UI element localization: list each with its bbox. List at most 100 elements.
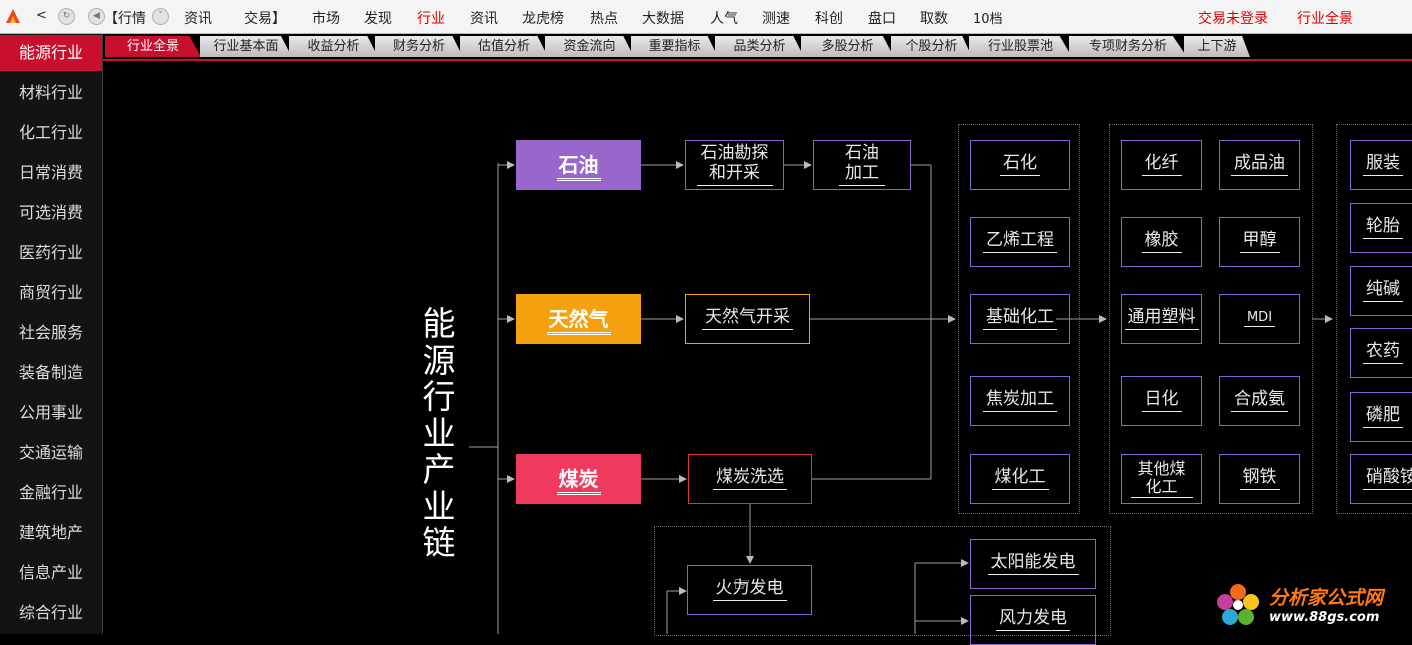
industry-sidebar: 能源行业材料行业化工行业日常消费可选消费医药行业商贸行业社会服务装备制造公用事业… <box>0 34 103 634</box>
col-b-node[interactable]: 甲醇 <box>1219 217 1300 267</box>
stage1-node[interactable]: 石油勘探和开采 <box>685 140 784 190</box>
tab-0[interactable]: 行业全景 <box>105 36 201 57</box>
col-c-node[interactable]: 服装 <box>1350 140 1412 190</box>
tab-4[interactable]: 估值分析 <box>460 36 548 57</box>
sidebar-item[interactable]: 可选消费 <box>18 203 83 222</box>
tab-10[interactable]: 行业股票池 <box>969 36 1072 57</box>
sidebar-item[interactable]: 日常消费 <box>18 163 83 182</box>
watermark-url: www.88gs.com <box>1269 610 1380 625</box>
col-b-node[interactable]: MDI <box>1219 294 1300 344</box>
menu-item-star[interactable]: 科创 <box>815 11 843 27</box>
menu-item-fetch-data[interactable]: 取数 <box>920 11 948 27</box>
menu-item-bigdata[interactable]: 大数据 <box>642 11 684 27</box>
chem-group-a <box>958 124 1080 514</box>
col-b-node-label: 合成氨 <box>1231 390 1288 412</box>
col-b-node[interactable]: 化纤 <box>1121 140 1202 190</box>
stage1-node[interactable]: 煤炭洗选 <box>688 454 812 504</box>
menu-item-industry[interactable]: 行业 <box>417 11 445 27</box>
tab-7[interactable]: 品类分析 <box>715 36 804 57</box>
tab-9[interactable]: 个股分析 <box>891 36 972 57</box>
tab-3[interactable]: 财务分析 <box>375 36 463 57</box>
menu-item-shichang[interactable]: 市场 <box>312 11 340 27</box>
prev-icon[interactable]: ◀ <box>88 8 105 25</box>
head-node[interactable]: 天然气 <box>516 294 641 344</box>
col-b-node-label: 化纤 <box>1141 154 1182 176</box>
tab-5[interactable]: 资金流向 <box>545 36 634 57</box>
tab-11[interactable]: 专项财务分析 <box>1069 36 1187 57</box>
head-node-label: 石油 <box>556 149 601 181</box>
stage2-node[interactable]: 石油加工 <box>813 140 911 190</box>
sidebar-item[interactable]: 交通运输 <box>18 443 83 462</box>
menu-item-news[interactable]: 资讯 <box>184 11 212 27</box>
power-out-node[interactable]: 风力发电 <box>970 595 1096 645</box>
watermark: 分析家公式网 www.88gs.com <box>1211 578 1411 632</box>
sidebar-item[interactable]: 装备制造 <box>18 363 83 382</box>
sidebar-item[interactable]: 建筑地产 <box>18 523 83 542</box>
stage1-node[interactable]: 天然气开采 <box>685 294 810 344</box>
menu-item-zixun[interactable]: 资讯 <box>470 11 498 27</box>
menu-item-discover[interactable]: 发现 <box>364 11 392 27</box>
industry-chain-diagram: 能源行业产业链 石油天然气煤炭石油勘探和开采天然气开采煤炭洗选石油加工石化乙烯工… <box>103 61 1412 645</box>
product-group-c <box>1336 124 1412 514</box>
chevron-down-icon[interactable]: ˅ <box>152 8 169 25</box>
tab-8[interactable]: 多股分析 <box>801 36 894 57</box>
col-b-node[interactable]: 合成氨 <box>1219 376 1300 426</box>
menu-item-market[interactable]: 【行情 <box>104 11 146 27</box>
flower-logo-icon <box>1217 584 1259 625</box>
menu-item-speedtest[interactable]: 测速 <box>762 11 790 27</box>
col-b-node[interactable]: 成品油 <box>1219 140 1300 190</box>
sidebar-item[interactable]: 信息产业 <box>18 563 83 582</box>
col-b-node-label: 日化 <box>1141 390 1182 412</box>
col-a-node[interactable]: 乙烯工程 <box>970 217 1070 267</box>
menu-item-hotspot[interactable]: 热点 <box>590 11 618 27</box>
power-node[interactable]: 火力发电 <box>687 565 812 615</box>
col-c-node[interactable]: 轮胎 <box>1350 203 1412 253</box>
tab-6[interactable]: 重要指标 <box>631 36 718 57</box>
sidebar-item[interactable]: 医药行业 <box>18 243 83 262</box>
col-c-node-label: 纯碱 <box>1363 280 1403 302</box>
col-b-node[interactable]: 通用塑料 <box>1121 294 1202 344</box>
menu-item-popularity[interactable]: 人气 <box>710 11 738 27</box>
industry-panorama-link[interactable]: 行业全景 <box>1297 11 1353 27</box>
col-a-node[interactable]: 基础化工 <box>970 294 1070 344</box>
app-logo-icon[interactable] <box>4 7 22 25</box>
top-menu-bar: < ↻ ◀ ˅ 【行情 资讯 交易】 市场 发现 行业 资讯 龙虎榜 热点 大数… <box>0 0 1412 34</box>
sidebar-item[interactable]: 社会服务 <box>18 323 83 342</box>
menu-item-order-book[interactable]: 盘口 <box>868 11 896 27</box>
col-c-node[interactable]: 纯碱 <box>1350 266 1412 316</box>
refresh-icon[interactable]: ↻ <box>58 8 75 25</box>
sidebar-item[interactable]: 公用事业 <box>18 403 83 422</box>
menu-item-trade[interactable]: 交易】 <box>244 11 286 27</box>
col-b-node[interactable]: 钢铁 <box>1219 454 1300 504</box>
menu-item-dragon-tiger[interactable]: 龙虎榜 <box>522 11 564 27</box>
back-button[interactable]: < <box>36 8 47 23</box>
col-c-node[interactable]: 硝酸铵 <box>1350 454 1412 504</box>
col-b-node[interactable]: 橡胶 <box>1121 217 1202 267</box>
tab-1[interactable]: 行业基本面 <box>200 36 292 57</box>
col-a-node[interactable]: 焦炭加工 <box>970 376 1070 426</box>
col-c-node[interactable]: 农药 <box>1350 328 1412 378</box>
col-a-node[interactable]: 石化 <box>970 140 1070 190</box>
col-b-node[interactable]: 其他煤化工 <box>1121 454 1202 504</box>
col-b-node-label: 钢铁 <box>1239 468 1280 490</box>
power-out-node[interactable]: 太阳能发电 <box>970 539 1096 589</box>
sidebar-item[interactable]: 能源行业 <box>0 35 102 71</box>
connector-lines <box>469 161 1333 634</box>
watermark-text: 分析家公式网 <box>1269 587 1384 609</box>
sidebar-item[interactable]: 材料行业 <box>18 83 83 102</box>
col-c-node[interactable]: 磷肥 <box>1350 392 1412 442</box>
sidebar-item[interactable]: 化工行业 <box>18 123 83 142</box>
tab-2[interactable]: 收益分析 <box>289 36 378 57</box>
col-a-node[interactable]: 煤化工 <box>970 454 1070 504</box>
sidebar-item[interactable]: 金融行业 <box>18 483 83 502</box>
menu-item-10-levels[interactable]: 10档 <box>973 12 1003 27</box>
tab-12[interactable]: 上下游 <box>1184 36 1250 57</box>
stage1-node-label: 煤炭洗选 <box>713 468 787 490</box>
col-b-node[interactable]: 日化 <box>1121 376 1202 426</box>
sidebar-item[interactable]: 商贸行业 <box>18 283 83 302</box>
head-node[interactable]: 石油 <box>516 140 641 190</box>
col-c-node-label: 农药 <box>1363 342 1403 364</box>
head-node[interactable]: 煤炭 <box>516 454 641 504</box>
sidebar-item[interactable]: 综合行业 <box>18 603 83 622</box>
trade-login-status[interactable]: 交易未登录 <box>1198 11 1268 27</box>
